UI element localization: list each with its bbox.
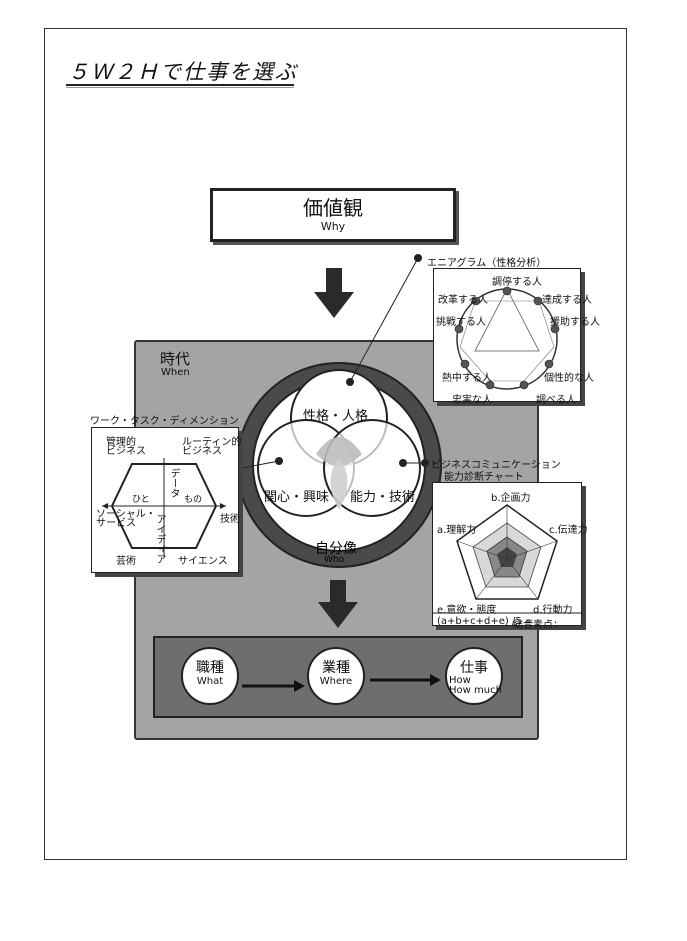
era-label: 時代 (160, 350, 191, 368)
work-bottom-left: 芸術 (116, 556, 136, 567)
work-right: 技術 (220, 514, 240, 525)
work-dimension-title: ワーク・タスク・ディメンション (90, 416, 239, 427)
outcome-job-type-sub: What (196, 676, 224, 687)
page-title: ５Ｗ２Ｈで仕事を選ぶ (68, 60, 298, 84)
radar-axis-c: c.伝達力 (549, 525, 588, 536)
enneagram-type-1: 調停する人 (492, 277, 542, 288)
self-label: 自分像 (315, 541, 357, 557)
enneagram-type-4: 個性的な人 (544, 373, 594, 384)
enneagram-type-7: 熱中する人 (442, 373, 492, 384)
work-dimension-card: 管理的 ビジネス ルーティン的 ビジネス ソーシャル・ サービス 技術 芸術 サ… (91, 427, 242, 573)
work-axis-ideas: アイディア (154, 514, 165, 564)
enneagram-chart (454, 286, 560, 390)
work-top-left: 管理的 ビジネス (106, 437, 146, 457)
radar-axis-b: b.企画力 (491, 493, 531, 504)
values-label: 価値観 (303, 196, 363, 220)
work-axis-data: データ (168, 468, 179, 498)
business-comm-title-2: 能力診断チャート (444, 472, 524, 483)
enneagram-type-3: 援助する人 (550, 317, 600, 328)
enneagram-type-5: 調べる人 (536, 395, 576, 406)
outcome-industry-label: 業種 (322, 660, 350, 676)
radar-score-label: 総合素点： (513, 620, 563, 631)
radar-chart (433, 504, 581, 614)
enneagram-title: エニアグラム（性格分析） (427, 258, 547, 269)
work-bottom-right: サイエンス (178, 556, 228, 567)
venn-right-label: 能力・技術 (350, 490, 416, 505)
outcome-industry: 業種 Where (307, 647, 365, 705)
enneagram-type-9: 改革する人 (438, 295, 488, 306)
outcome-industry-sub: Where (319, 676, 353, 687)
title-underline (66, 84, 294, 86)
business-comm-title-1: ビジネスコミュニケーション (431, 460, 561, 471)
title-underline-thin (66, 87, 294, 88)
values-sub: Why (320, 220, 346, 233)
outcome-job-type: 職種 What (181, 647, 239, 705)
radar-formula: (a+b+c+d+e) /5 = (437, 616, 534, 627)
values-box: 価値観 Why (210, 188, 456, 242)
radar-axis-d: d.行動力 (533, 605, 573, 616)
venn-overlap (316, 437, 362, 466)
radar-axis-e: e.意欲・態度 (437, 605, 497, 616)
work-top-right: ルーティン的 ビジネス (182, 437, 242, 457)
outcome-work-sub: How How much (449, 675, 502, 696)
work-axis-things: もの (184, 495, 203, 505)
outcome-work: 仕事 How How much (445, 647, 503, 705)
enneagram-type-2: 達成する人 (542, 295, 592, 306)
down-arrow-bottom (318, 580, 358, 628)
radar-axis-a: a.理解力 (437, 525, 477, 536)
self-sub: Who (324, 555, 345, 565)
business-comm-card: b.企画力 c.伝達力 d.行動力 e.意欲・態度 a.理解力 (a+b+c+d… (432, 482, 588, 631)
venn-left-label: 関心・興味 (264, 490, 330, 505)
venn-overlap-bottom (330, 458, 348, 510)
outcome-work-label: 仕事 (460, 660, 488, 676)
outcome-job-type-label: 職種 (196, 660, 224, 676)
down-arrow-top (314, 268, 354, 318)
work-dimension-chart (102, 458, 226, 556)
venn-diagram (236, 362, 442, 568)
enneagram-card: 調停する人 達成する人 援助する人 個性的な人 調べる人 忠実な人 熱中する人 … (433, 268, 600, 406)
page-frame (44, 28, 627, 860)
work-left: ソーシャル・ サービス (96, 509, 156, 529)
venn-top-label: 性格・人格 (303, 409, 369, 424)
enneagram-type-6: 忠実な人 (452, 395, 492, 406)
work-axis-people: ひと (132, 495, 150, 505)
era-sub: When (161, 367, 190, 378)
enneagram-type-8: 挑戦する人 (436, 317, 486, 328)
